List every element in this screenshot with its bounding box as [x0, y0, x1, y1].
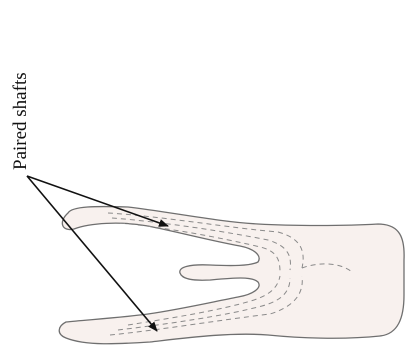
annotation-arrows: [27, 176, 168, 331]
paired-shafts-label: Paired shafts: [10, 72, 31, 170]
